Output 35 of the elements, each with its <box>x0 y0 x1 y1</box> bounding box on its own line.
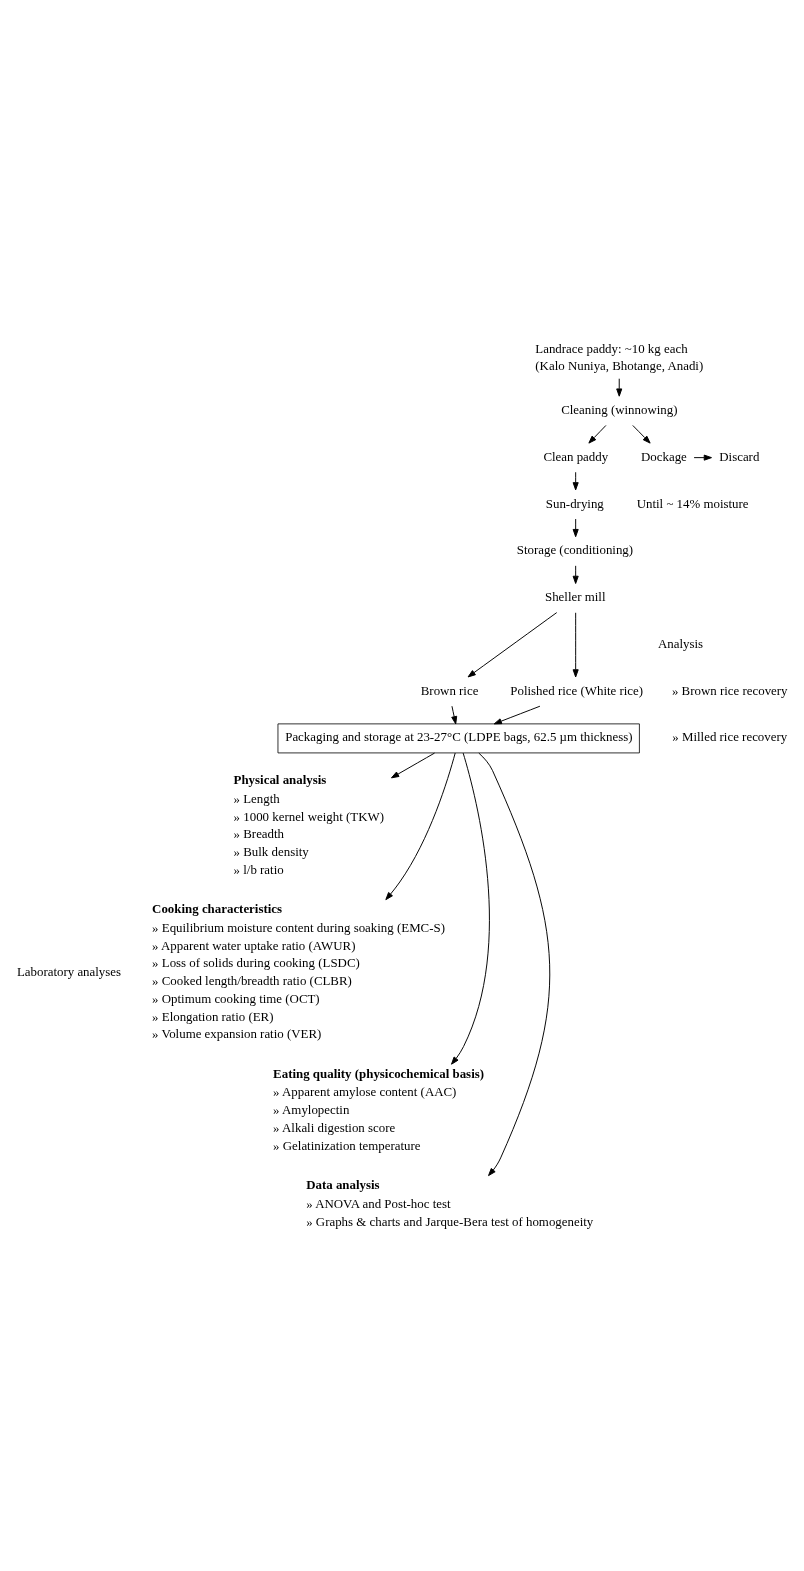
node-text: Cooking characteristics » Equilibrium moisture content during soaking (EMC-S) » Apparent water uptake ratio (AWUR) » Loss of solids during cooking (LSDC) » Cooked length/breadth ratio (CLBR) » Optimum cooking time (OCT) » Elongation ratio (ER) » Volume expansion ratio (VER) <box>152 901 445 1041</box>
node-text: Sheller mill <box>545 589 606 604</box>
node-text: Dockage <box>641 449 687 464</box>
arrow <box>451 705 458 724</box>
node-text: Clean paddy <box>543 449 609 464</box>
arrow <box>572 518 579 537</box>
arrow <box>572 471 579 490</box>
node-text: Discard <box>719 449 760 464</box>
arrow <box>632 424 651 444</box>
node-text: Physical analysis » Length » 1000 kernel weight (TKW) » Breadth » Bulk density » l/b ratio <box>233 772 384 877</box>
arrow <box>588 424 607 444</box>
arrow <box>616 377 623 397</box>
arrow <box>493 705 541 724</box>
arrow <box>572 611 579 677</box>
node-box: Packaging and storage at 23-27°C (LDPE bags, 62.5 µm thickness) <box>277 722 640 753</box>
arrow <box>478 752 551 1176</box>
node-text: Sun-drying <box>545 495 604 510</box>
node-text: Polished rice (White rice) <box>510 683 644 698</box>
label: » Brown rice recovery <box>671 683 788 698</box>
arrow <box>385 752 456 900</box>
node-text: Eating quality (physicochemical basis) » Apparent amylose content (AAC) » Amylopectin » Alkali digestion score » Gelatinization temperature <box>273 1066 485 1153</box>
node-text: Storage (conditioning) <box>516 542 634 557</box>
label: Analysis <box>657 636 704 651</box>
arrow <box>467 611 558 677</box>
arrow <box>693 454 712 461</box>
arrow <box>451 752 490 1065</box>
label: Laboratory analyses <box>16 964 122 979</box>
node-label: Until ~ 14% moisture <box>636 495 749 510</box>
node-text: Data analysis » ANOVA and Post-hoc test » Graphs & charts and Jarque-Bera test of homogeneity <box>306 1177 594 1229</box>
arrow <box>572 564 579 584</box>
node-text: Brown rice <box>420 683 479 698</box>
node-text: Cleaning (winnowing) <box>561 402 678 417</box>
node-text: Landrace paddy: ~10 kg each (Kalo Nuniya, Bhotange, Anadi) <box>535 341 704 373</box>
label: » Milled rice recovery <box>672 729 788 744</box>
arrow <box>390 752 436 778</box>
